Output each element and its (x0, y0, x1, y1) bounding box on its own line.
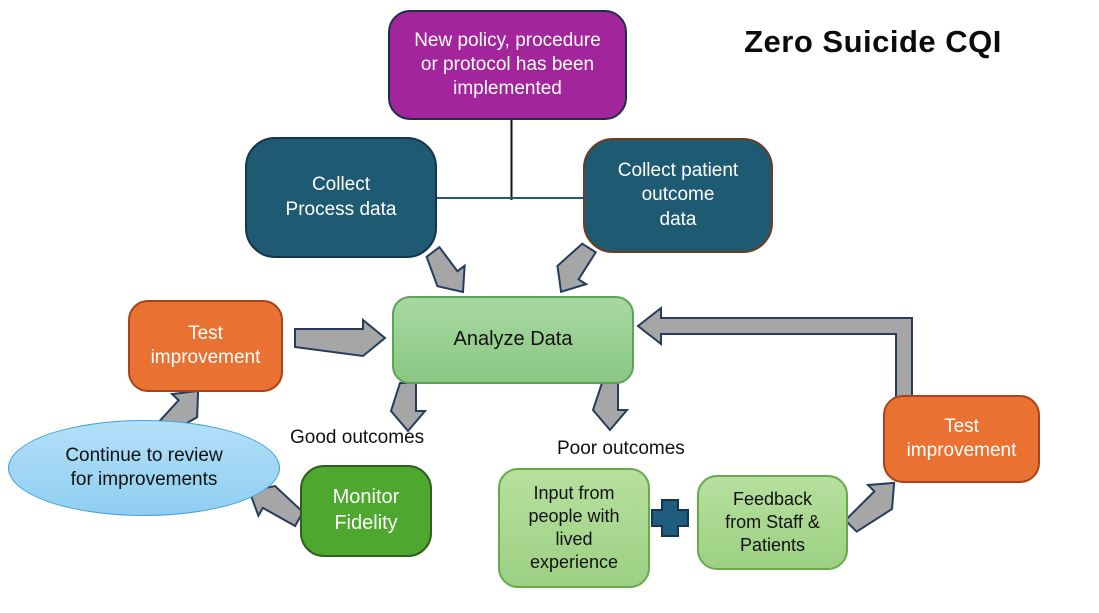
good-outcomes-label: Good outcomes (290, 427, 425, 448)
test-improvement-left-box: Test improvement (128, 300, 283, 392)
collect-patient-outcome-box: Collect patient outcome data (583, 138, 773, 253)
feedback-staff-patients-box: Feedback from Staff & Patients (697, 475, 848, 570)
monitor-fidelity-box: Monitor Fidelity (300, 465, 432, 557)
arrow-process-to-analyze (425, 245, 466, 294)
arrow-testleft-to-analyze (294, 317, 387, 358)
input-lived-experience-box: Input from people with lived experience (498, 468, 650, 588)
test-improvement-right-box: Test improvement (883, 395, 1040, 483)
arrow-analyze-to-poor (591, 382, 630, 432)
arrow-feedback-to-testright (843, 481, 896, 533)
arrow-outcome-to-analyze (556, 242, 598, 294)
continue-review-ellipse: Continue to review for improvements (8, 420, 280, 516)
arrow-analyze-to-good (389, 382, 428, 433)
page-title: Zero Suicide CQI (744, 24, 1002, 59)
policy-box: New policy, procedure or protocol has be… (388, 10, 627, 120)
plus-icon (651, 499, 689, 537)
arrow-testright-to-analyze (636, 305, 913, 398)
analyze-data-box: Analyze Data (392, 296, 634, 384)
poor-outcomes-label: Poor outcomes (557, 438, 685, 459)
collect-process-box: Collect Process data (245, 137, 437, 258)
